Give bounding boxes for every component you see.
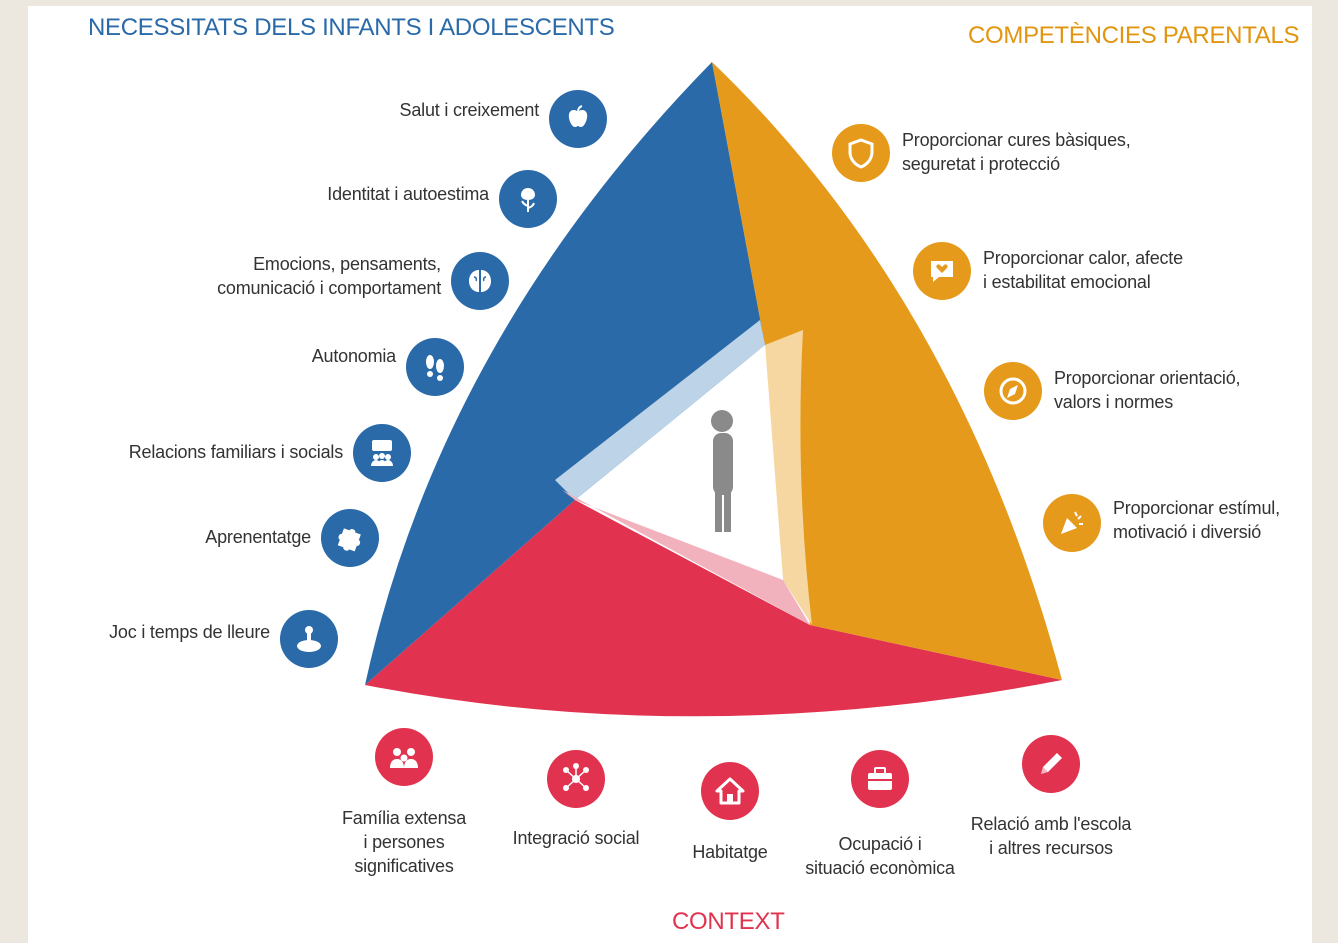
heart-message-icon (913, 242, 971, 300)
needs-item-label: Emocions, pensaments, comunicació i comp… (217, 254, 441, 298)
network-icon (547, 750, 605, 808)
shield-icon (832, 124, 890, 182)
inner-white-triangle (590, 345, 783, 580)
inner-band-blue (555, 320, 765, 500)
context-title: CONTEXT (672, 908, 785, 935)
parental-item-label: Proporcionar cures bàsiques, seguretat i… (902, 130, 1131, 174)
footprints-icon (406, 338, 464, 396)
context-item-label: Família extensa i persones significative… (341, 808, 467, 876)
needs-item-label: Aprenentatge (205, 527, 311, 547)
apple-icon (549, 90, 607, 148)
context-item-label: Ocupació i situació econòmica (805, 834, 955, 878)
needs-segment (365, 62, 765, 685)
needs-title: NECESSITATS DELS INFANTS I ADOLESCENTS (88, 14, 615, 41)
flower-icon (499, 170, 557, 228)
context-item-label: Integració social (512, 828, 640, 848)
context-segment (365, 500, 1062, 717)
parental-title: COMPETÈNCIES PARENTALS (968, 22, 1300, 49)
family-icon (375, 728, 433, 786)
briefcase-icon (851, 750, 909, 808)
needs-item-label: Identitat i autoestima (327, 184, 489, 204)
party-popper-icon (1043, 494, 1101, 552)
house-icon (701, 762, 759, 820)
parental-item-label: Proporcionar orientació, valors i normes (1054, 368, 1241, 412)
parental-item-label: Proporcionar estímul, motivació i divers… (1113, 498, 1280, 542)
brain-icon (451, 252, 509, 310)
context-item-label: Habitatge (692, 842, 768, 862)
compass-icon (984, 362, 1042, 420)
needs-item-label: Autonomia (311, 346, 396, 366)
child-silhouette (711, 410, 733, 532)
puzzle-icon (321, 509, 379, 567)
inner-band-orange (765, 330, 812, 625)
toy-icon (280, 610, 338, 668)
group-chat-icon (353, 424, 411, 482)
parental-item-label: Proporcionar calor, afecte i estabilitat… (983, 248, 1183, 292)
needs-item-label: Joc i temps de lleure (109, 622, 270, 642)
needs-item-label: Salut i creixement (399, 100, 540, 120)
pencil-icon (1022, 735, 1080, 793)
needs-item-label: Relacions familiars i socials (128, 442, 343, 462)
inner-band-red (562, 490, 810, 625)
context-item-label: Relació amb l'escola i altres recursos (970, 814, 1132, 858)
